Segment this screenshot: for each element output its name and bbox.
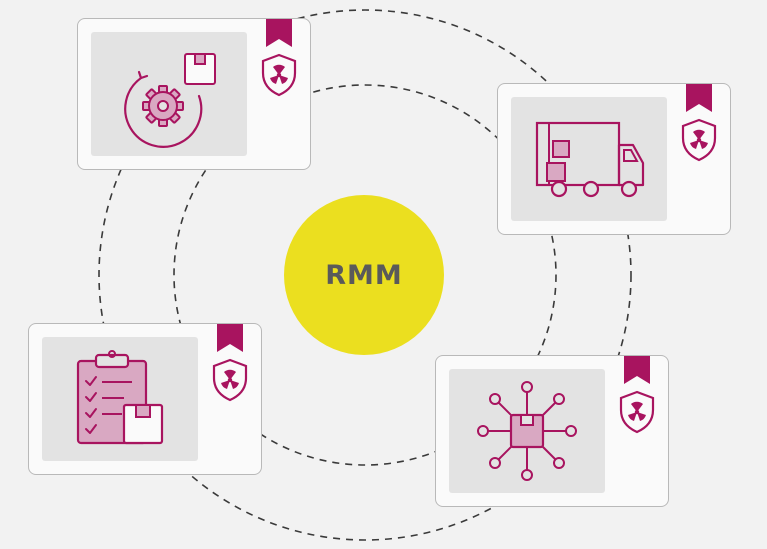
box-network-icon	[477, 381, 577, 481]
center-label: RMM	[325, 259, 403, 291]
card-icon-tile	[91, 32, 247, 156]
clipboard-checklist-box-icon	[76, 350, 164, 445]
delivery-truck-icon	[535, 121, 645, 198]
radiation-shield-icon	[212, 358, 248, 402]
card-delivery-truck	[497, 83, 731, 235]
inner-dashed-ring	[173, 84, 557, 466]
bookmark-ribbon-icon	[217, 324, 243, 352]
card-icon-tile	[42, 337, 198, 461]
gear-refresh-box-icon	[124, 53, 216, 148]
radiation-shield-icon	[619, 390, 655, 434]
card-clipboard-checklist	[28, 323, 262, 475]
rmm-center-circle: RMM	[284, 195, 444, 355]
outer-dashed-ring	[98, 9, 632, 541]
radiation-shield-icon	[681, 118, 717, 162]
card-box-network	[435, 355, 669, 507]
radiation-shield-icon	[261, 53, 297, 97]
bookmark-ribbon-icon	[624, 356, 650, 384]
card-icon-tile	[449, 369, 605, 493]
bookmark-ribbon-icon	[266, 19, 292, 47]
bookmark-ribbon-icon	[686, 84, 712, 112]
card-icon-tile	[511, 97, 667, 221]
card-gear-refresh	[77, 18, 311, 170]
